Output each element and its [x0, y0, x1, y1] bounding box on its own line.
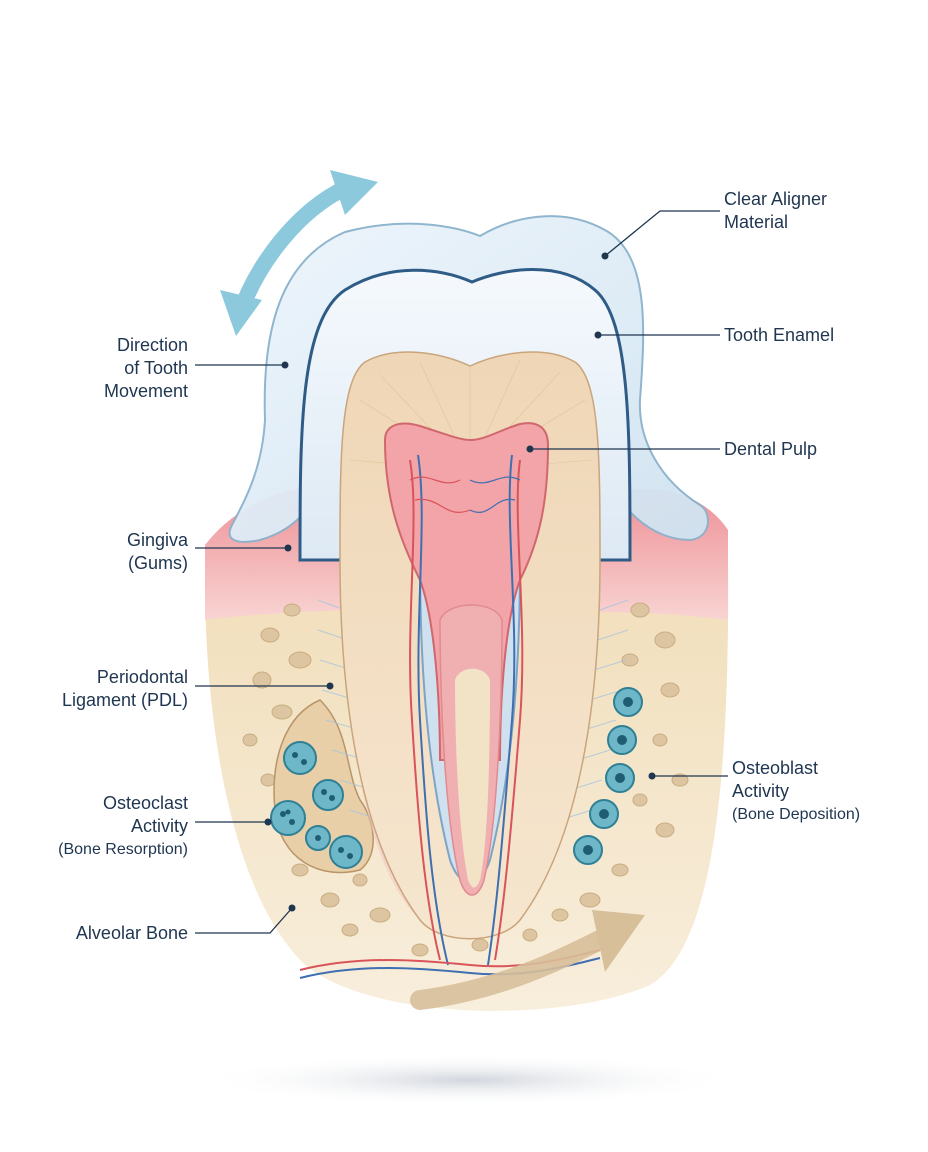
label-dental-pulp: Dental Pulp — [724, 438, 817, 461]
label-line: Material — [724, 212, 789, 232]
label-line: Osteoblast — [732, 758, 819, 778]
label-line: Alveolar Bone — [75, 923, 188, 943]
label-tooth-enamel: Tooth Enamel — [724, 324, 834, 347]
osteoblast-cells — [573, 687, 643, 865]
label-line: Activity — [732, 781, 790, 801]
label-line: Gingiva — [126, 530, 188, 550]
ground-shadow — [198, 1054, 738, 1106]
pulp-shape — [383, 422, 550, 761]
label-clear-aligner: Clear Aligner Material — [724, 188, 827, 234]
label-pdl: Periodontal Ligament (PDL) — [62, 666, 188, 712]
label-direction: Direction of Tooth Movement — [104, 334, 188, 403]
label-line: Clear Aligner — [724, 189, 828, 209]
label-gingiva: Gingiva (Gums) — [127, 529, 188, 575]
label-line: (Gums) — [128, 553, 188, 573]
label-osteoblast: Osteoblast Activity (Bone Deposition) — [732, 757, 860, 826]
leader-lines — [195, 210, 728, 934]
root-pulp-inner — [455, 668, 490, 888]
label-line: Direction — [116, 335, 188, 355]
label-line: Dental Pulp — [724, 439, 818, 459]
label-line: Ligament (PDL) — [61, 690, 188, 710]
label-line: (Bone Deposition) — [732, 806, 861, 823]
label-line: Tooth Enamel — [724, 325, 835, 345]
label-line: Osteoclast — [102, 793, 188, 813]
leader-dots — [264, 252, 656, 912]
label-line: (Bone Resorption) — [58, 841, 188, 858]
label-osteoclast: Osteoclast Activity (Bone Resorption) — [58, 792, 188, 861]
label-line: Periodontal — [96, 667, 188, 687]
label-alveolar-bone: Alveolar Bone — [76, 922, 188, 945]
label-line: of Tooth — [124, 358, 188, 378]
label-line: Activity — [130, 816, 188, 836]
movement-arrow-icon — [220, 170, 378, 336]
bone-remodeling-arrow-icon — [410, 910, 645, 1010]
label-line: Movement — [103, 381, 188, 401]
osteoclast-cells — [270, 741, 363, 869]
blood-vessels — [299, 454, 601, 979]
